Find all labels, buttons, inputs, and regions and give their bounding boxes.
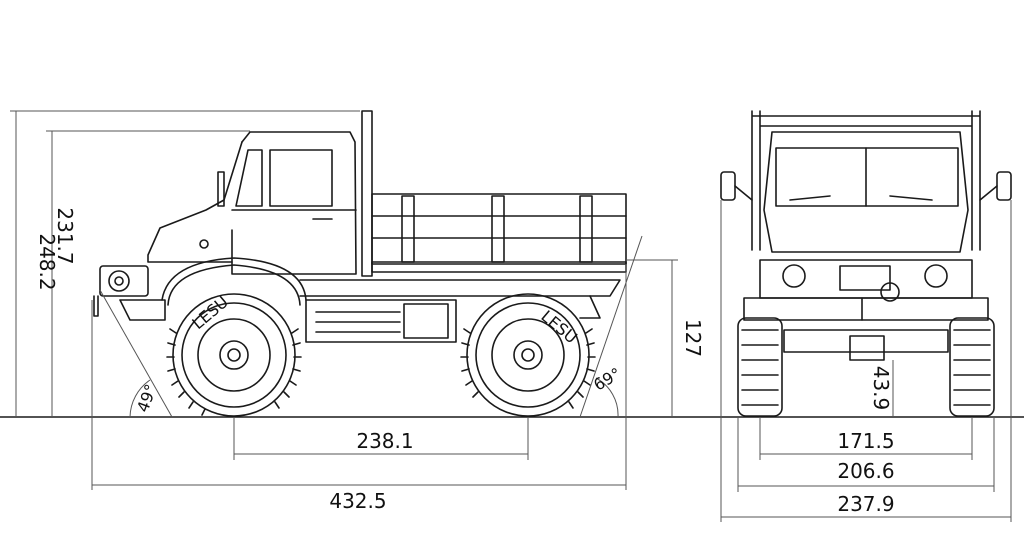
roll-bar: [751, 110, 981, 251]
dimension-lines: [10, 110, 1012, 522]
label-ground-clearance: 43.9: [869, 366, 893, 411]
left-headlight: [782, 264, 806, 288]
front-bumper: [99, 265, 149, 297]
front-bumper-front: [743, 297, 989, 321]
label-width-tires: 206.6: [837, 459, 894, 483]
windshield: [235, 149, 263, 207]
right-mirror: [996, 171, 1012, 201]
label-departure-angle: 69°: [590, 364, 624, 395]
front-windshield: [775, 147, 959, 207]
label-length-total: 432.5: [329, 489, 386, 513]
front-view-truck: [720, 110, 1012, 417]
label-wheelbase: 238.1: [356, 429, 413, 453]
right-tire: [949, 317, 995, 417]
cab-window: [269, 149, 333, 207]
cab: [231, 131, 357, 275]
front-wheel: [460, 293, 596, 417]
cab-front: [763, 131, 969, 253]
label-width-total: 237.9: [837, 492, 894, 516]
cargo-bed: [371, 193, 627, 265]
side-mirror: [217, 171, 225, 207]
label-track-width: 171.5: [837, 429, 894, 453]
chassis: [305, 299, 457, 343]
rear-wheel: [166, 293, 302, 417]
front-axle: [783, 329, 949, 353]
front-fender: [167, 264, 301, 306]
label-deck-height: 127: [681, 319, 705, 357]
label-approach-angle: 49°: [133, 382, 161, 415]
right-headlight: [924, 264, 948, 288]
label-height-cab: 231.7: [53, 207, 77, 264]
left-tire: [737, 317, 783, 417]
side-view-truck: [93, 110, 627, 417]
left-mirror: [720, 171, 736, 201]
bed-post: [361, 110, 373, 277]
label-height-total: 248.2: [35, 233, 59, 290]
